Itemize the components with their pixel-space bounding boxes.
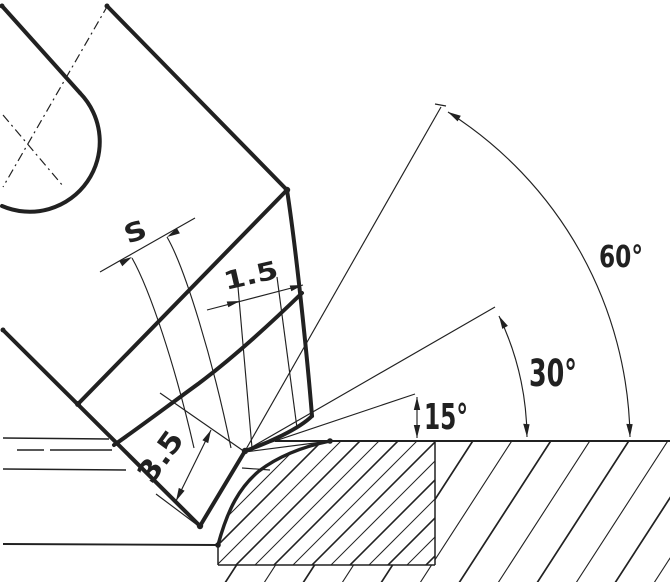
angle-60-arc: [447, 111, 631, 438]
groove-profile-curve: [216, 439, 332, 547]
nozzle-right-edge: [285, 188, 314, 418]
bore-wall-line: [112, 291, 304, 447]
dimension-arrowhead: [413, 425, 421, 438]
label-30-deg: 30°: [529, 352, 577, 395]
dimension-arrowhead: [119, 257, 132, 267]
s-dimension-line: [99, 217, 196, 273]
hatch-removed-metal: [218, 440, 435, 565]
label-3-5: 3.5: [130, 424, 190, 489]
dimension-arrowhead: [448, 112, 461, 122]
line-junction-dot: [75, 401, 81, 407]
line-junction-dot: [104, 3, 110, 9]
groove-floor-line: [2, 543, 219, 546]
body-shoulder-line: [76, 188, 289, 406]
nozzle-tip-face: [198, 449, 247, 528]
tip-to-surface-line: [244, 440, 331, 453]
centerline-axis: [2, 4, 109, 188]
angle-lines: [244, 103, 496, 453]
s-extension-line-2: [166, 236, 232, 449]
root-line-segment: [241, 467, 271, 471]
dimension-arrowhead: [626, 423, 633, 437]
dimension-arrowhead: [413, 397, 421, 410]
dimension-arrowhead: [499, 316, 508, 329]
dim-3-5: [155, 392, 246, 528]
s-dimension: [99, 217, 232, 449]
body-outer-edge: [105, 4, 289, 192]
line-15-deg: [244, 393, 416, 452]
junction-dots: [0, 3, 333, 548]
line-60-end-tick: [434, 103, 447, 107]
hatch-base-metal: [222, 440, 670, 582]
label-60-deg: 60°: [599, 240, 643, 275]
dim-1-5-ext-2: [276, 276, 298, 429]
label-1-5: 1.5: [221, 255, 281, 296]
s-extension-line-1: [131, 257, 195, 449]
dimension-arrowhead: [176, 487, 185, 501]
dimension-arrowhead: [289, 285, 303, 292]
dim-3-5-ext-upper: [159, 392, 246, 453]
dimension-arrowhead: [226, 301, 240, 308]
dimension-arrowheads: [119, 112, 633, 501]
left-surface-line-3: [2, 468, 127, 471]
line-junction-dot: [0, 327, 6, 333]
left-surface-line-1: [2, 437, 110, 440]
dim-3-5-ext-lower: [155, 493, 201, 528]
centerline-group: [2, 4, 109, 188]
dim-1-5-ext-1: [237, 286, 253, 449]
dimension-arrowhead: [202, 430, 211, 444]
line-30-deg: [244, 306, 496, 452]
body-bend-arc: [0, 91, 102, 214]
dim-1-5: [206, 276, 304, 449]
line-60-deg: [244, 106, 442, 452]
dimension-arrowhead: [167, 227, 180, 237]
line-junction-dot: [283, 186, 291, 194]
dimension-labels: S 1.5 3.5 15° 30° 60°: [120, 215, 643, 489]
angle-30-arc: [498, 315, 528, 438]
centerline-cross: [2, 114, 64, 187]
nozzle-left-edge: [1, 328, 202, 528]
line-junction-dot: [215, 542, 221, 548]
body-left-upper-edge: [0, 4, 82, 95]
line-junction-dot: [327, 438, 333, 444]
dim-3-5-line: [175, 429, 212, 502]
workpiece-lines: [2, 437, 670, 566]
line-junction-dot: [0, 3, 5, 9]
line-junction-dot: [241, 447, 249, 455]
dim-1-5-line: [206, 284, 304, 311]
line-junction-dot: [196, 522, 204, 530]
label-15-deg: 15°: [424, 397, 468, 438]
dimension-arrowhead: [523, 423, 530, 437]
